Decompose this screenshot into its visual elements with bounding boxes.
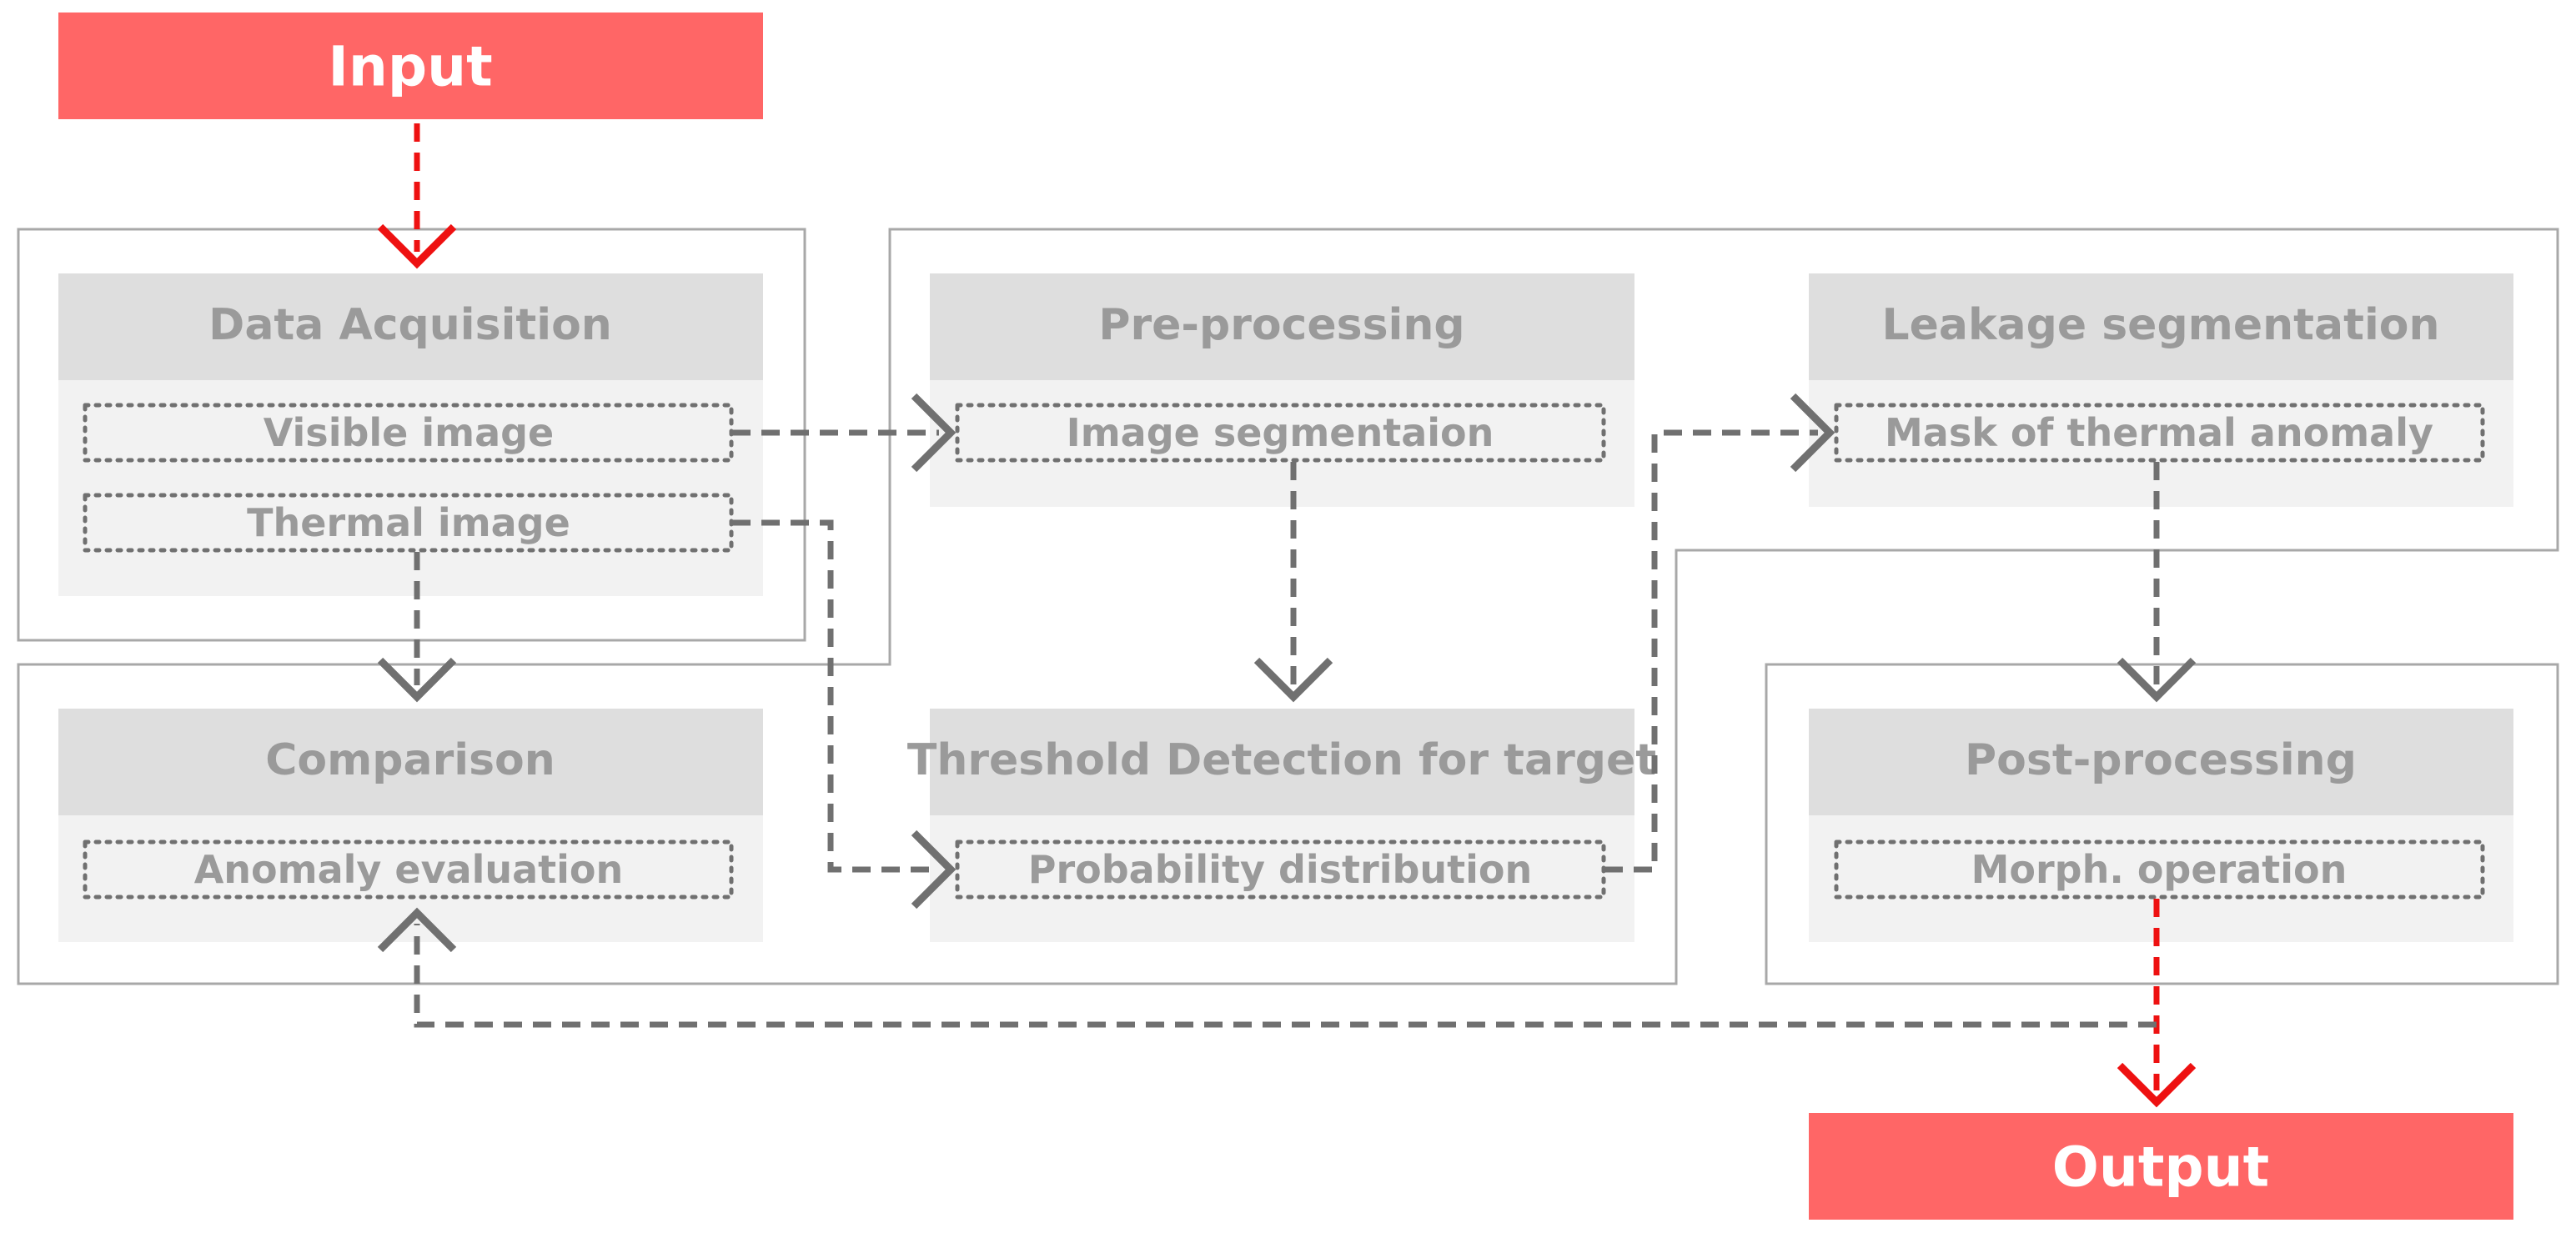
pre-processing-card: Pre-processing Image segmentaion [930,273,1634,507]
threshold-detection-title: Threshold Detection for target [907,735,1656,785]
thermal-image-label: Thermal image [247,500,570,545]
threshold-detection-card: Threshold Detection for target Probabili… [907,709,1656,942]
post-processing-card: Post-processing Morph. operation [1809,709,2513,942]
visible-image-label: Visible image [264,410,554,455]
output-node: Output [1809,1113,2513,1220]
arrow-probability-to-mask [1604,393,1835,873]
visible-image-frame [83,403,734,463]
probability-distribution-label: Probability distribution [1028,847,1533,892]
group-outline-acquisition [17,228,806,642]
input-node: Input [58,13,763,119]
leakage-segmentation-card: Leakage segmentation Mask of thermal ano… [1809,273,2513,507]
post-processing-title: Post-processing [1965,735,2357,785]
arrow-mask-to-post-processing [2117,462,2197,703]
arrow-visible-to-segmentation [732,393,957,473]
arrow-morph-to-output [2117,899,2197,1108]
group-outline-post-processing [1765,663,2559,985]
arrow-feedback-to-comparison [377,907,2157,1028]
leakage-segmentation-title: Leakage segmentation [1881,300,2439,350]
thermal-image-frame [83,493,734,553]
comparison-card: Comparison Anomaly evaluation [58,709,763,942]
image-segmentation-label: Image segmentaion [1067,410,1494,455]
input-label: Input [328,35,492,99]
probability-distribution-frame [955,840,1606,900]
morph-operation-label: Morph. operation [1971,847,2348,892]
anomaly-evaluation-label: Anomaly evaluation [194,847,624,892]
output-label: Output [2052,1135,2269,1200]
arrow-thermal-to-comparison [377,552,457,703]
group-outline-processing [17,228,2559,985]
arrow-input-to-acquisition [377,123,457,269]
thermal-anomaly-mask-frame [1834,403,2485,463]
arrow-thermal-to-probability [732,519,957,910]
image-segmentation-frame [955,403,1606,463]
data-acquisition-title: Data Acquisition [208,300,612,350]
morph-operation-frame [1834,840,2485,900]
arrow-segmentation-to-threshold [1253,462,1333,703]
comparison-title: Comparison [265,735,555,785]
data-acquisition-card: Data Acquisition Visible image Thermal i… [58,273,763,596]
pre-processing-title: Pre-processing [1098,300,1464,350]
anomaly-evaluation-frame [83,840,734,900]
thermal-anomaly-mask-label: Mask of thermal anomaly [1885,410,2433,455]
